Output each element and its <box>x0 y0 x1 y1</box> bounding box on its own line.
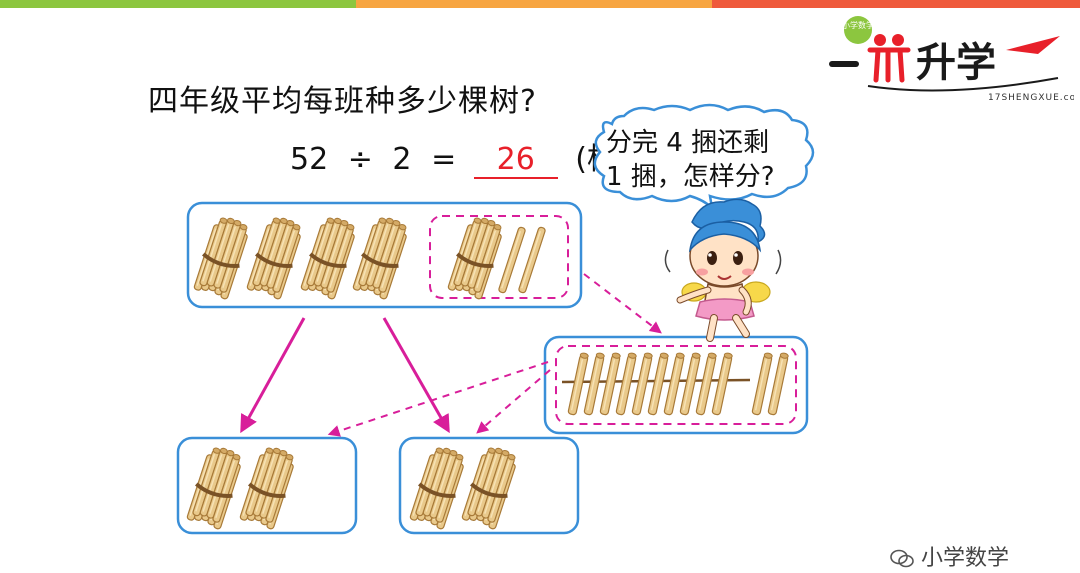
top-sticks-box <box>186 201 583 309</box>
dividend: 52 <box>290 142 329 177</box>
top-bar-orange <box>356 0 712 8</box>
bubble-line-1: 分完 4 捆还剩 <box>606 128 770 158</box>
logo-site-text: 17SHENGXUE.com <box>988 93 1074 103</box>
cartoon-girl <box>664 198 782 342</box>
logo-figure-head-1 <box>874 34 886 46</box>
dashed-arrow-to-left <box>327 361 549 437</box>
question-text: 四年级平均每班种多少棵树? <box>148 84 537 119</box>
logo-figures <box>867 47 911 83</box>
top-bar-red <box>712 0 1080 8</box>
unbundled-sticks-box <box>543 335 809 435</box>
bottom-right-box <box>398 436 580 535</box>
wechat-icon <box>890 549 914 568</box>
bottom-left-bundle-2 <box>238 444 298 530</box>
bottom-right-bundle-2 <box>460 444 520 530</box>
bundle-1 <box>192 214 252 300</box>
dashed-arrow-to-right <box>476 369 551 434</box>
logo-badge-text: 小学数学 <box>842 20 874 30</box>
logo-badge <box>844 16 872 44</box>
top-color-bar <box>0 0 1080 8</box>
equals-sign: = <box>431 142 457 177</box>
bottom-right-bundle-1 <box>408 444 468 530</box>
bundle-3 <box>299 214 359 300</box>
remainder-dashed-box <box>429 215 569 299</box>
divide-operator: ÷ <box>347 142 373 177</box>
logo-swoosh <box>867 77 1059 92</box>
logo-figure-head-2 <box>892 34 904 46</box>
unbundled-sticks <box>567 351 790 416</box>
dashed-arrow-to-unbundled <box>583 273 662 334</box>
bubble-line-2: 1 捆，怎样分? <box>606 162 775 192</box>
bottom-left-box <box>176 436 358 535</box>
divisor: 2 <box>392 142 412 177</box>
bottom-left-bundle-1 <box>185 444 245 530</box>
top-bar-green <box>0 0 356 8</box>
watermark-text: 小学数学 <box>921 546 1010 571</box>
speech-bubble-text: 分完 4 捆还剩 1 捆，怎样分? <box>606 126 806 194</box>
solid-arrow-left <box>240 317 306 434</box>
brand-logo: 小学数学 升学 17SHENGXUE.com <box>828 14 1080 106</box>
answer-blank: 26 <box>473 143 558 179</box>
bundle-2 <box>245 214 305 300</box>
bundle-4 <box>351 214 411 300</box>
speech-bubble <box>593 103 815 212</box>
logo-graphic: 小学数学 升学 17SHENGXUE.com <box>829 16 1080 103</box>
bundle-5 <box>446 214 506 300</box>
division-equation: 52 ÷ 2 = 26 (棵) <box>290 134 629 179</box>
logo-brand-text: 升学 <box>916 40 996 86</box>
watermark: 小学数学 <box>890 540 1009 572</box>
solid-arrow-right <box>382 317 450 434</box>
logo-plane <box>1006 36 1060 54</box>
